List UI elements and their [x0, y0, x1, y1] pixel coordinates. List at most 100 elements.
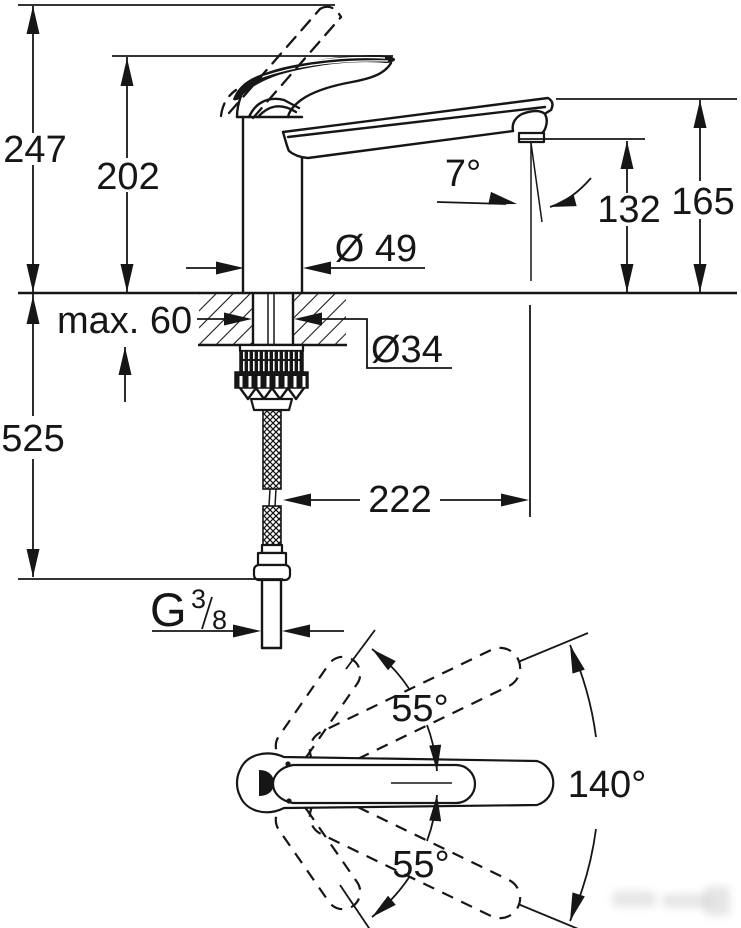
swivel-lower-label: 55°: [392, 844, 449, 886]
arrow-right: [224, 312, 252, 326]
arrow-down: [620, 264, 634, 292]
hose-core-1: [268, 488, 271, 507]
watermark-smudge: [612, 891, 656, 907]
dim-525-label: 525: [1, 418, 64, 460]
arrow-up: [620, 141, 634, 169]
thread-slash: [201, 596, 213, 630]
dome-facet-curve: [247, 97, 301, 119]
arrow-down: [120, 264, 134, 292]
dim-222: 222: [283, 305, 531, 521]
spout-underside: [281, 129, 515, 160]
dim-outlet-angle: 7°: [436, 142, 592, 281]
dim-132-label: 132: [597, 189, 660, 231]
dome-left-outline: [235, 94, 243, 119]
arrow-down: [26, 549, 40, 577]
dim-swivel-lower: 55°: [371, 794, 450, 918]
spout: [281, 96, 554, 160]
arrow-in: [429, 795, 442, 822]
arrow-up: [120, 58, 134, 86]
arrow-out: [372, 895, 396, 917]
lever-raised-dashed: [219, 5, 343, 120]
faucet-top-view: [235, 752, 555, 814]
ext-line-upper-55: [345, 629, 376, 670]
arrow-right: [216, 261, 244, 275]
braided-hose-upper: [262, 409, 282, 490]
dim-165-label: 165: [671, 181, 734, 223]
handle-down-55: [274, 801, 362, 911]
arrow-up: [26, 6, 40, 34]
watermark-smudge: [662, 894, 712, 908]
arrow-up: [26, 296, 40, 324]
swivel-upper-label: 55°: [391, 688, 448, 730]
side-view: 247 202 525 165: [1, 4, 737, 650]
arrow-left: [303, 261, 331, 275]
dia-49-label: Ø 49: [335, 228, 417, 270]
leader-line: [322, 318, 452, 369]
dim-swivel-upper: 55°: [371, 648, 449, 772]
detail-dot-bottom: [286, 798, 292, 804]
faucet-body: [219, 5, 554, 295]
detail-dot-top: [285, 761, 291, 767]
lever-solid: [233, 55, 396, 101]
arrow-top: [570, 645, 585, 674]
arrow-bottom: [570, 892, 585, 921]
dim-202: 202: [96, 55, 393, 292]
arrow-out: [372, 649, 396, 671]
lever-highlight-1: [269, 56, 386, 71]
knurled-nut: [239, 350, 304, 373]
watermark-smudge: [704, 886, 730, 916]
max-60-label: max. 60: [57, 300, 192, 342]
dim-525: 525: [1, 294, 283, 580]
cartridge-mark: [259, 770, 274, 796]
thread-g: G: [150, 583, 187, 636]
arrow-left: [282, 624, 310, 638]
dim-thread-g38: G 3 8: [150, 583, 344, 638]
top-view: 55° 55° 140°: [235, 629, 647, 928]
dim-dia34: Ø34: [294, 312, 452, 371]
arrow-down: [693, 264, 707, 292]
arrow-down: [26, 264, 40, 292]
arrow-right: [233, 624, 261, 638]
hose-collar-1: [260, 543, 284, 555]
hose-collar-2: [256, 551, 288, 567]
dim-165: 165: [556, 98, 737, 292]
dim-247-label: 247: [3, 129, 66, 171]
claw-teeth: [238, 386, 306, 401]
ext-line-lower-55: [339, 884, 371, 928]
dim-swivel-total: 140°: [568, 644, 647, 922]
arrow-left: [283, 493, 311, 507]
arrow-left: [294, 312, 322, 326]
mounting-hardware: [234, 292, 309, 650]
spout-top-edge: [281, 96, 554, 134]
ext-line-lower-140: [517, 903, 579, 928]
arrow-arc: [550, 194, 577, 207]
dia-34-label: Ø34: [371, 329, 443, 371]
connection-nut: [252, 563, 292, 582]
arrow-in: [429, 744, 442, 771]
dim-247: 247: [3, 4, 335, 293]
lever-top-outline: [271, 763, 477, 805]
swivel-total-label: 140°: [568, 764, 647, 806]
arrow-right: [501, 493, 529, 507]
arrow-right: [488, 191, 517, 205]
washer: [238, 343, 305, 353]
thread-numerator: 3: [191, 584, 206, 614]
castellated-flange: [234, 371, 309, 389]
dim-222-label: 222: [368, 479, 431, 521]
dim-max60: max. 60: [57, 300, 252, 402]
arrow-up: [118, 347, 132, 375]
handle-up-55: [274, 655, 362, 765]
lever-highlight-2: [261, 60, 389, 78]
braided-hose-lower: [262, 505, 282, 546]
thread-denominator: 8: [212, 605, 227, 635]
ext-line-upper-140: [517, 632, 589, 663]
dim-202-label: 202: [96, 156, 159, 198]
dim-dia49: Ø 49: [186, 228, 425, 275]
stream-angled-line: [530, 142, 543, 223]
arrow-up: [693, 100, 707, 128]
spout-rim-line: [286, 105, 547, 139]
aerator-outlet: [517, 131, 546, 144]
angle-7-label: 7°: [445, 153, 481, 195]
